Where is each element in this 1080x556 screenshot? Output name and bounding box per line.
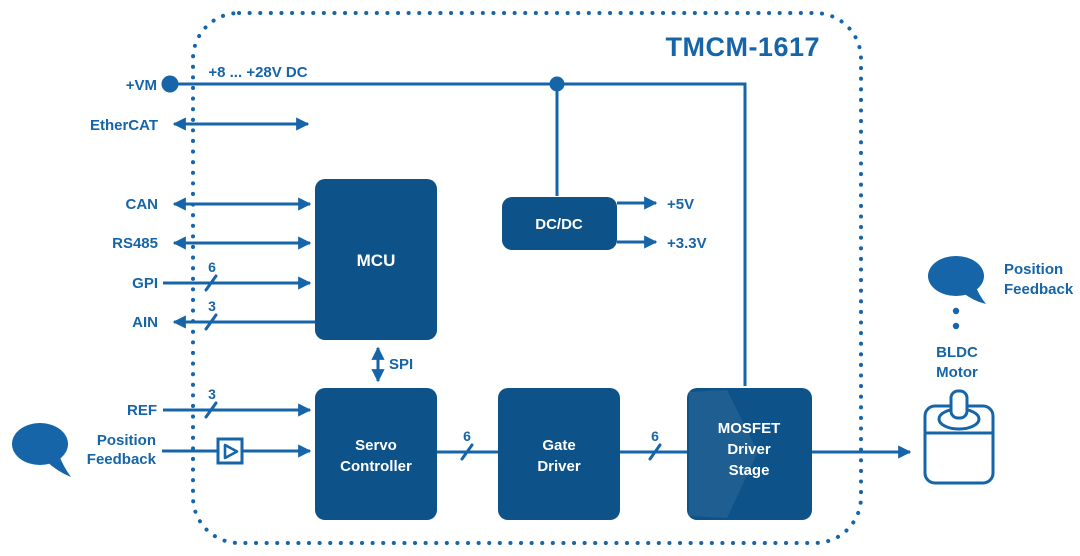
mosfet-label-line2: Driver — [727, 441, 771, 458]
feedback-input-label-line1: Position — [97, 432, 156, 449]
mosfet-driver-stage-block — [687, 388, 812, 520]
vm-supply-line — [170, 82, 747, 386]
amplifier-triangle-icon — [223, 443, 239, 460]
servo-to-gate-width: 6 — [463, 428, 471, 444]
servo-controller-label-line2: Controller — [340, 458, 412, 475]
ref-bus-width: 3 — [208, 386, 216, 402]
mosfet-block-sheen — [689, 390, 758, 518]
spi-label: SPI — [389, 356, 413, 373]
servo-controller-label-line1: Servo — [355, 437, 397, 454]
vm-junction-dot — [549, 76, 565, 92]
servo-controller-block — [315, 388, 437, 520]
mcu-block — [315, 179, 437, 340]
amplifier-icon — [216, 437, 244, 465]
ain-bus-width: 3 — [208, 298, 216, 314]
position-feedback-bubble-icon-right — [928, 256, 984, 296]
can-port-label: CAN — [126, 196, 159, 213]
gpi-bus-slash — [204, 274, 218, 292]
gpi-bus-width: 6 — [208, 259, 216, 275]
dcdc-block-label: DC/DC — [535, 216, 583, 233]
motor-shaft — [949, 389, 969, 420]
motor-label-line1: BLDC — [936, 344, 978, 361]
mcu-block-label: MCU — [357, 251, 396, 270]
position-feedback-bubble-tail-left — [46, 455, 71, 477]
ain-port-label: AIN — [132, 314, 158, 331]
feedback-link-dot1 — [952, 307, 960, 315]
ref-bus-slash — [204, 401, 218, 419]
position-feedback-bubble-icon-left — [12, 423, 68, 465]
ain-bus-slash — [204, 313, 218, 331]
dcdc-block — [502, 197, 617, 250]
mosfet-label-line3: Stage — [729, 462, 770, 479]
supply-range-label: +8 ... +28V DC — [208, 64, 307, 81]
gate-driver-label-line1: Gate — [542, 437, 575, 454]
rs485-port-label: RS485 — [112, 235, 158, 252]
gpi-port-label: GPI — [132, 275, 158, 292]
out-5v-label: +5V — [667, 196, 694, 213]
feedback-link-dot2 — [952, 322, 960, 330]
right-feedback-label-line2: Feedback — [1004, 281, 1074, 298]
gate-to-mosfet-slash — [648, 443, 662, 461]
gate-driver-label-line2: Driver — [537, 458, 581, 475]
module-boundary-border — [191, 11, 863, 545]
module-title: TMCM-1617 — [665, 32, 820, 62]
position-feedback-bubble-tail-right — [962, 284, 986, 304]
out-3v3-label: +3.3V — [667, 235, 707, 252]
servo-to-gate-slash — [460, 443, 474, 461]
ref-port-label: REF — [127, 402, 157, 419]
motor-label-line2: Motor — [936, 364, 978, 381]
gate-to-mosfet-width: 6 — [651, 428, 659, 444]
vm-port-label: +VM — [126, 77, 157, 94]
bldc-motor-icon — [923, 389, 995, 485]
ethercat-port-label: EtherCAT — [90, 117, 158, 134]
feedback-input-label-line2: Feedback — [87, 451, 157, 468]
right-feedback-label-line1: Position — [1004, 261, 1063, 278]
gate-driver-block — [498, 388, 620, 520]
mosfet-label-line1: MOSFET — [718, 420, 781, 437]
